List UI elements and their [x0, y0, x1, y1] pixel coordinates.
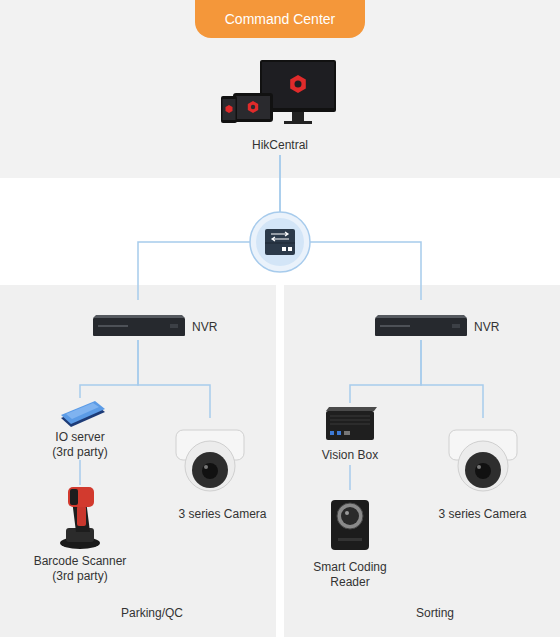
- node-label: HikCentral: [215, 138, 345, 153]
- io-server-node: IO server (3rd party): [45, 398, 115, 460]
- node-label: NVR: [474, 320, 504, 335]
- node-label: Barcode Scanner (3rd party): [30, 554, 130, 584]
- nvr-node: NVR: [93, 300, 223, 340]
- software-node: HikCentral: [215, 55, 345, 155]
- node-label: 3 series Camera: [420, 507, 545, 522]
- camera-node: 3 series Camera: [160, 418, 285, 526]
- heading-tab: Command Center: [195, 0, 365, 38]
- nvr-node: NVR: [375, 300, 505, 340]
- site-band: Parking/QC NVR IO server (3rd party) Barcod…: [0, 285, 276, 637]
- node-label: IO server (3rd party): [45, 430, 115, 460]
- node-label: 3 series Camera: [160, 507, 285, 522]
- node-label: Smart Coding Reader: [305, 560, 395, 590]
- code-reader-node: Smart Coding Reader: [295, 490, 405, 588]
- command-center-band: Command CenterHikCentral: [0, 0, 560, 178]
- node-label: NVR: [192, 320, 222, 335]
- vision-box-node: Vision Box: [305, 403, 395, 465]
- node-label: Parking/QC: [100, 606, 204, 621]
- switch-symbol: [250, 212, 310, 272]
- site-band: Sorting NVR Vision BoxSmart Coding Reader 3…: [284, 285, 560, 637]
- node-label: Sorting: [385, 606, 485, 621]
- node-label: Vision Box: [305, 448, 395, 463]
- barcode-scanner-node: Barcode Scanner (3rd party): [25, 485, 135, 585]
- camera-node: 3 series Camera: [420, 418, 545, 526]
